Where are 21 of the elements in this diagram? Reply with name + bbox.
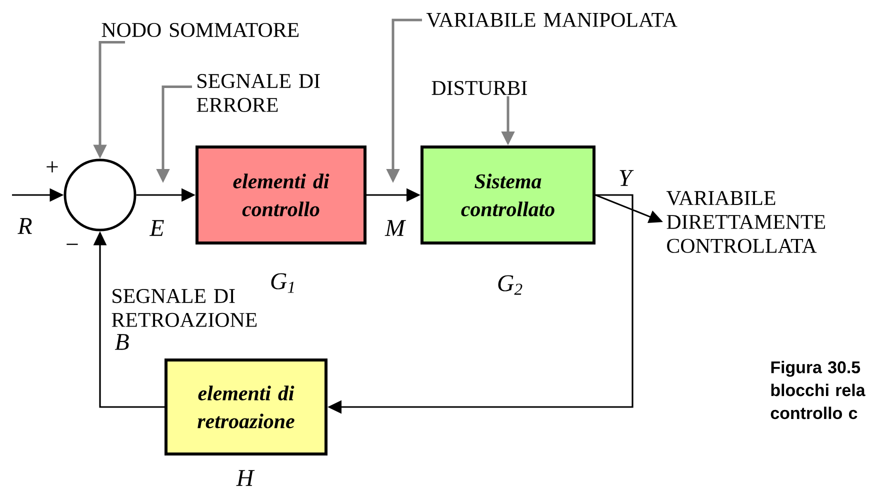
callout-text: SEGNALE DI ERRORE xyxy=(196,74,320,112)
figure-caption: Figura 30.5 blocchi rela controllo c xyxy=(770,360,866,420)
signal-label: B xyxy=(114,334,129,350)
signal-label: M xyxy=(384,220,406,236)
callout-text: VARIABILE DIRETTAMENTE CONTROLLATA xyxy=(666,191,826,253)
block-box: elementi di retroazione xyxy=(164,358,328,456)
transfer-function-label: G$_{1}$ xyxy=(271,273,294,293)
callout-text: DISTURBI xyxy=(432,80,527,96)
block-box: Sistema controllato xyxy=(420,146,596,244)
block-box: elementi di controllo xyxy=(196,146,366,244)
transfer-function-label: G$_{2}$ xyxy=(498,275,522,295)
sign-label: − xyxy=(66,244,78,245)
signal-label: R xyxy=(18,218,32,234)
callout-text: NODO SOMMATORE xyxy=(102,22,299,38)
callout-text: VARIABILE MANIPOLATA xyxy=(426,12,678,28)
transfer-function-label: H xyxy=(236,470,255,486)
summing-junction xyxy=(64,158,136,232)
signal-label: Y xyxy=(620,170,634,186)
callout-text: SEGNALE DI RETROAZIONE xyxy=(112,289,257,327)
signal-label: E xyxy=(149,220,164,236)
sign-label: + xyxy=(46,161,58,172)
